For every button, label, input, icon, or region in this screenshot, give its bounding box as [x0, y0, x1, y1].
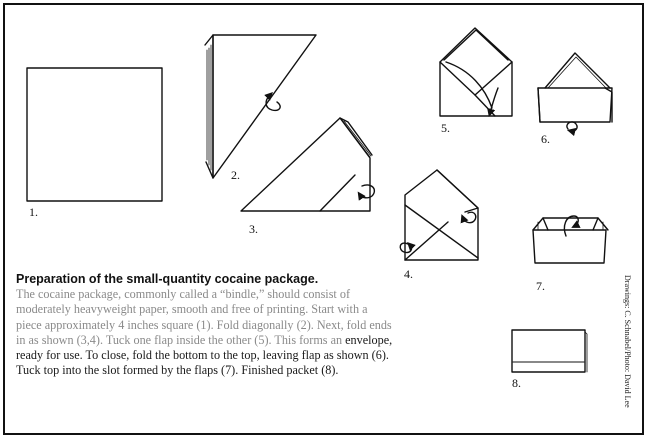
step2-diagonal-fold — [204, 34, 317, 179]
step1-square — [26, 67, 163, 202]
caption-body-faded: The cocaine package, commonly called a “… — [16, 287, 392, 347]
step-label-7: 7. — [536, 279, 545, 293]
step7-tuck-top — [532, 215, 609, 264]
step2-rotate-arrow-icon — [264, 92, 281, 112]
step-label-8: 8. — [512, 376, 521, 390]
step3-fold-arrow-icon — [357, 184, 376, 201]
step5-tuck-flap — [439, 27, 513, 118]
step4-envelope-folds — [399, 169, 479, 261]
figure-border — [3, 3, 644, 435]
step-label-3: 3. — [249, 222, 258, 236]
step-label-1: 1. — [29, 205, 38, 219]
caption-title: Preparation of the small-quantity cocain… — [16, 272, 319, 286]
step-label-6: 6. — [541, 132, 550, 146]
step8-finished-packet — [511, 329, 588, 373]
step-label-5: 5. — [441, 121, 450, 135]
caption: Preparation of the small-quantity cocain… — [16, 272, 396, 378]
step-label-4: 4. — [404, 267, 413, 281]
step6-fold-bottom — [537, 52, 613, 137]
step3-ends-fold — [240, 117, 376, 212]
step-label-2: 2. — [231, 168, 240, 182]
step4-flap-arrow-icon — [460, 211, 477, 224]
credit-text: Drawings: C. Schnabel/Photo: David Lee — [623, 275, 632, 408]
caption-body-dark: envelope, ready for use. To close, fold … — [16, 332, 393, 378]
step6-fold-arrow-icon — [566, 121, 578, 137]
step7-tuck-arrow-icon — [563, 215, 581, 237]
step4-fold-arrow-icon — [399, 242, 416, 254]
step5-tuck-arrow-icon — [487, 87, 499, 118]
drawing-credit: Drawings: C. Schnabel/Photo: David Lee — [623, 275, 642, 425]
